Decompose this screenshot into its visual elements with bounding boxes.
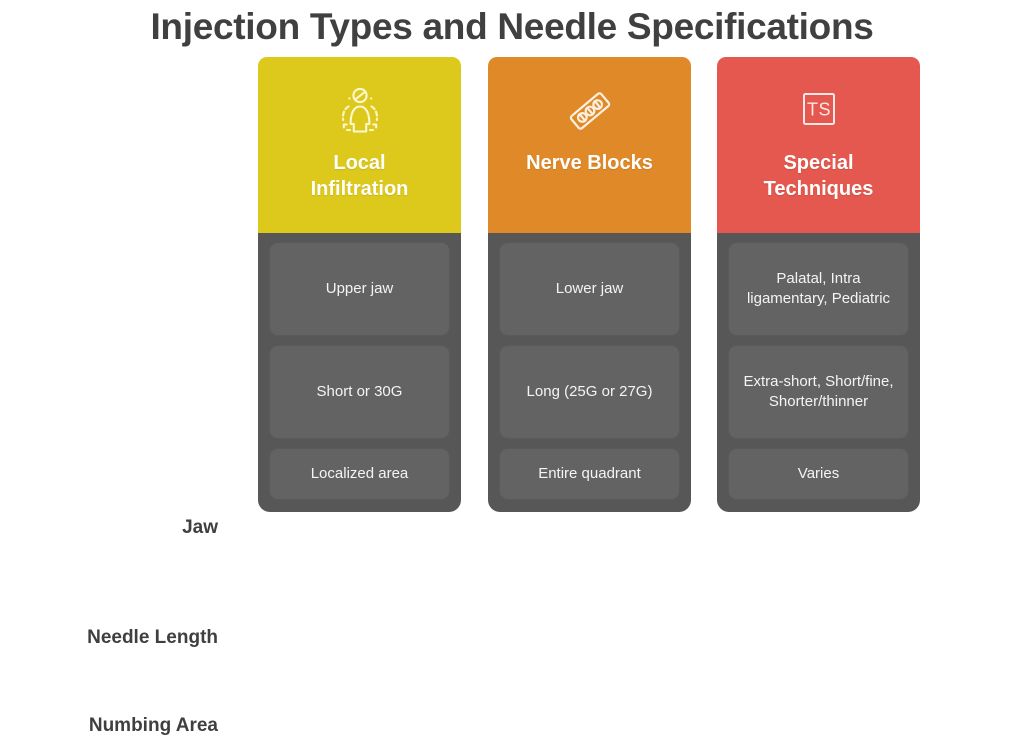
column-local-infiltration: Local Infiltration Upper jaw Short or 30… xyxy=(258,57,461,512)
column-title-special-techniques: Special Techniques xyxy=(754,150,884,203)
column-title-line2: Techniques xyxy=(763,178,874,201)
cell-nerve-blocks-jaw: Lower jaw xyxy=(499,242,680,336)
cell-nerve-blocks-numbing-area: Entire quadrant xyxy=(499,448,680,500)
column-special-techniques: TS Special Techniques Palatal, Intra lig… xyxy=(717,57,920,512)
cell-text: Entire quadrant xyxy=(538,464,641,482)
cell-text: Lower jaw xyxy=(555,279,624,297)
column-body-nerve-blocks: Lower jaw Long (25G or 27G) Entire quadr… xyxy=(488,233,691,512)
column-header-special-techniques: TS Special Techniques xyxy=(717,57,920,233)
cell-special-techniques-numbing-area: Varies xyxy=(728,448,909,500)
cell-nerve-blocks-needle-length: Long (25G or 27G) xyxy=(499,345,680,439)
cell-text: Palatal, Intra ligamentary, Pediatric xyxy=(746,269,891,307)
column-header-local-infiltration: Local Infiltration xyxy=(258,57,461,233)
people-group-icon xyxy=(331,82,389,140)
cell-text: Extra-short, Short/fine, Shorter/thinner xyxy=(743,372,894,410)
column-title-line1: Nerve Blocks xyxy=(526,152,653,174)
cell-local-infiltration-needle-length: Short or 30G xyxy=(269,345,450,439)
row-label-numbing-area: Numbing Area xyxy=(88,715,218,736)
cell-local-infiltration-numbing-area: Localized area xyxy=(269,448,450,500)
page-title: Injection Types and Needle Specification… xyxy=(150,6,874,47)
column-title-line1: Local xyxy=(333,152,386,174)
column-nerve-blocks: Nerve Blocks Lower jaw Long (25G or 27G)… xyxy=(488,57,691,512)
cell-text: Localized area xyxy=(310,464,409,482)
column-title-nerve-blocks: Nerve Blocks xyxy=(516,150,663,176)
cell-text: Upper jaw xyxy=(325,279,394,297)
cell-text: Short or 30G xyxy=(316,382,403,400)
infographic-root: Injection Types and Needle Specification… xyxy=(87,6,920,736)
cell-text: Long (25G or 27G) xyxy=(526,382,653,400)
row-label-needle-length: Needle Length xyxy=(87,627,218,648)
column-header-nerve-blocks: Nerve Blocks xyxy=(488,57,691,233)
ts-icon-text: TS xyxy=(806,100,830,120)
pill-blister-pack-icon xyxy=(561,82,619,140)
column-body-local-infiltration: Upper jaw Short or 30G Localized area xyxy=(258,233,461,512)
column-title-local-infiltration: Local Infiltration xyxy=(301,150,419,203)
cell-special-techniques-jaw: Palatal, Intra ligamentary, Pediatric xyxy=(728,242,909,336)
cell-local-infiltration-jaw: Upper jaw xyxy=(269,242,450,336)
column-title-line2: Infiltration xyxy=(310,178,409,201)
cell-special-techniques-needle-length: Extra-short, Short/fine, Shorter/thinner xyxy=(728,345,909,439)
cell-text: Varies xyxy=(797,464,840,482)
column-body-special-techniques: Palatal, Intra ligamentary, Pediatric Ex… xyxy=(717,233,920,512)
ts-square-icon: TS xyxy=(790,82,848,140)
columns-container: Local Infiltration Upper jaw Short or 30… xyxy=(258,57,920,512)
row-label-jaw: Jaw xyxy=(182,517,218,538)
column-title-line1: Special xyxy=(783,152,854,174)
